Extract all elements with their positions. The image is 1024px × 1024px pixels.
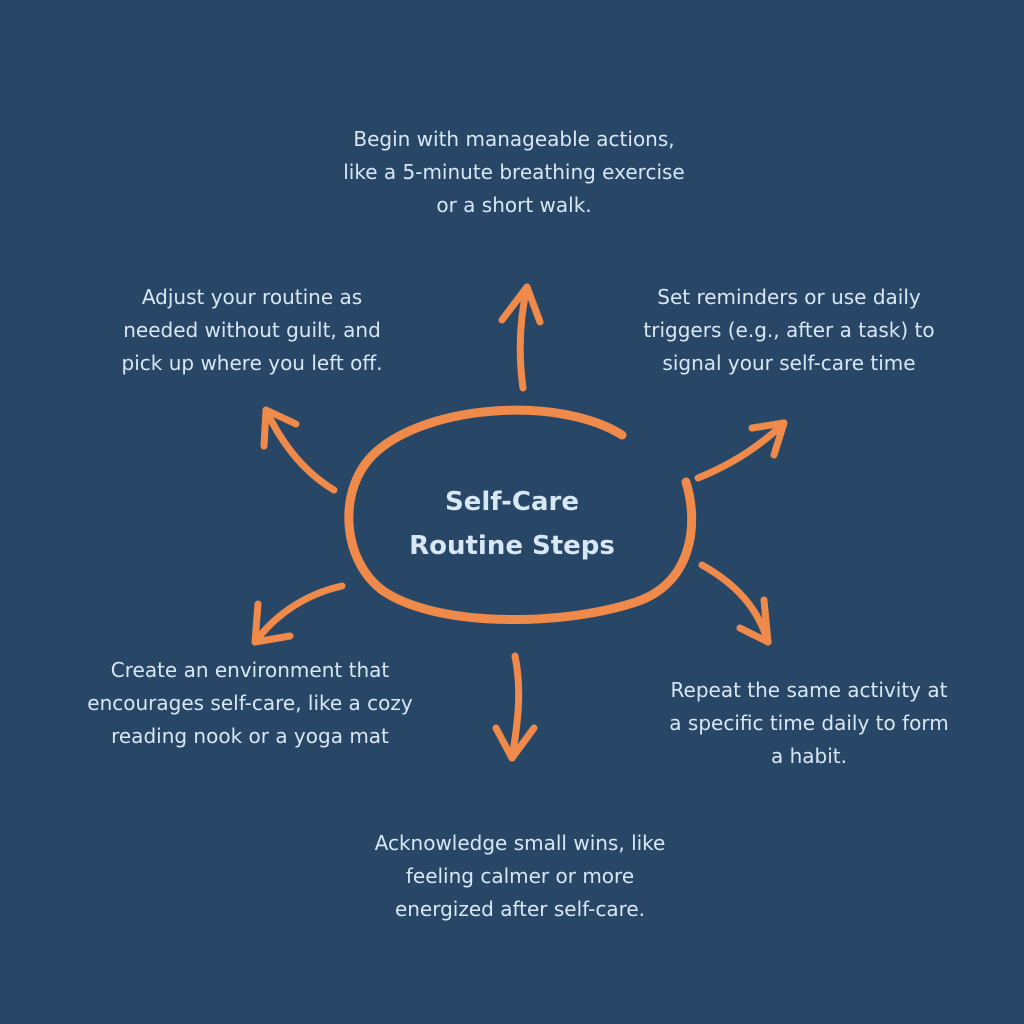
step-top-left-line-2: needed without guilt, and: [123, 318, 381, 342]
step-top-line-2: like a 5-minute breathing exercise: [343, 160, 685, 184]
step-text-bottom-right: Repeat the same activity at a specific t…: [630, 674, 988, 773]
center-title-line-1: Self-Care: [445, 487, 579, 517]
step-top-right-line-1: Set reminders or use daily: [657, 285, 921, 309]
arrow-down: [492, 652, 538, 762]
center-ellipse: [344, 405, 697, 624]
step-top-right-line-2: triggers (e.g., after a task) to: [643, 318, 935, 342]
step-bottom-left-line-2: encourages self-care, like a cozy: [87, 691, 413, 715]
step-bottom-left-line-3: reading nook or a yoga mat: [111, 724, 389, 748]
arrow-lower-left: [251, 582, 346, 646]
center-title: Self-Care Routine Steps: [372, 480, 652, 568]
step-top-line-3: or a short walk.: [436, 193, 592, 217]
step-bottom-right-line-2: a specific time daily to form: [669, 711, 949, 735]
step-text-bottom: Acknowledge small wins, like feeling cal…: [330, 827, 710, 926]
step-text-bottom-left: Create an environment that encourages se…: [50, 654, 450, 753]
step-text-top-left: Adjust your routine as needed without gu…: [72, 281, 432, 380]
step-bottom-right-line-1: Repeat the same activity at: [670, 678, 948, 702]
arrow-up: [498, 283, 544, 392]
step-top-line-1: Begin with manageable actions,: [353, 127, 675, 151]
step-bottom-line-3: energized after self-care.: [394, 897, 646, 921]
step-bottom-right-line-3: a habit.: [771, 744, 847, 768]
step-top-left-line-3: pick up where you left off.: [121, 351, 383, 375]
step-top-right-line-3: signal your self-care time: [662, 351, 916, 375]
step-top-left-line-1: Adjust your routine as: [141, 285, 363, 309]
arrow-upper-left: [260, 406, 338, 494]
step-bottom-left-line-1: Create an environment that: [110, 658, 390, 682]
step-text-top: Begin with manageable actions, like a 5-…: [304, 123, 724, 222]
step-text-top-right: Set reminders or use daily triggers (e.g…: [598, 281, 980, 380]
step-bottom-line-2: feeling calmer or more: [405, 864, 635, 888]
arrow-upper-right: [694, 419, 788, 482]
arrow-lower-right: [698, 561, 772, 646]
center-title-line-2: Routine Steps: [409, 531, 615, 561]
step-bottom-line-1: Acknowledge small wins, like: [374, 831, 666, 855]
